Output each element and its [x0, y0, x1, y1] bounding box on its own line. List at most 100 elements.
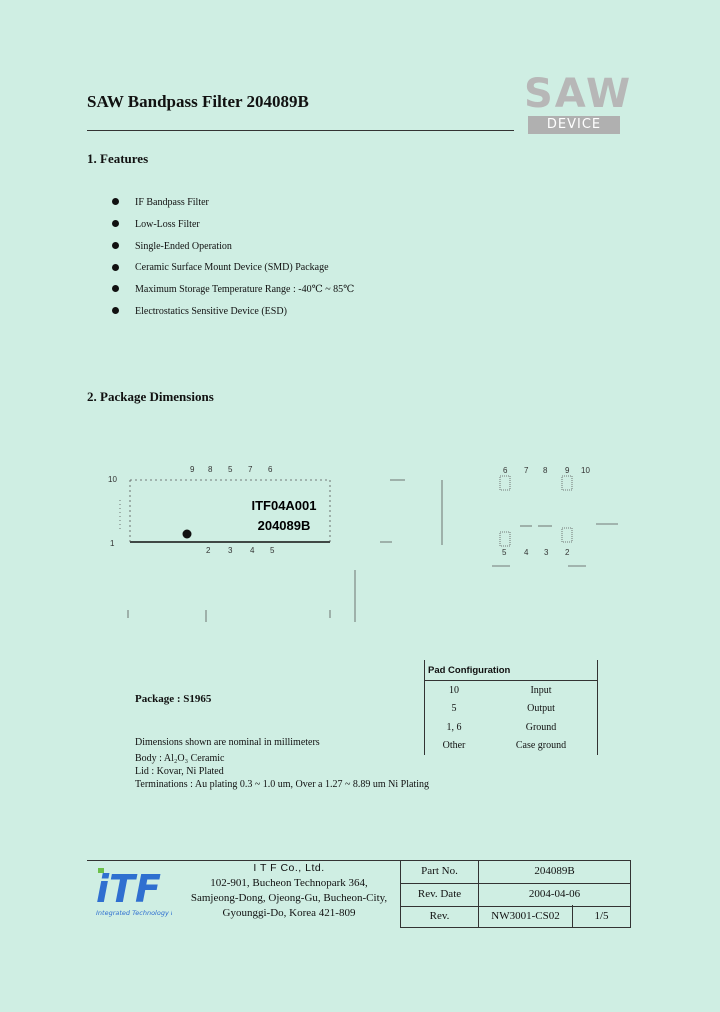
feature-text: Ceramic Surface Mount Device (SMD) Packa…: [135, 262, 329, 274]
feature-item: Maximum Storage Temperature Range : -40℃…: [112, 279, 354, 301]
saw-logo-text: SAW: [524, 71, 633, 117]
rev-date-row: Rev. Date 2004-04-06: [401, 883, 630, 907]
part-no-label: Part No.: [401, 860, 479, 883]
table-row: 5 Output: [424, 700, 598, 719]
pad-function: Output: [527, 703, 555, 715]
marking-line2: 204089B: [258, 518, 311, 533]
pad-configuration-table: Pad Configuration 10 Input 5 Output 1, 6…: [424, 660, 598, 755]
feature-text: IF Bandpass Filter: [135, 197, 209, 208]
top-view-pins: 9 8 5 7 6 2 3 4 5 10 1: [108, 465, 275, 555]
top-view: [119, 479, 443, 622]
part-no-row: Part No. 204089B: [401, 860, 630, 884]
pin-label: 1: [110, 539, 115, 548]
feature-text: Maximum Storage Temperature Range : -40℃…: [135, 284, 355, 296]
table-row: 10 Input: [424, 681, 598, 700]
pin-label: 4: [250, 546, 255, 555]
feature-item: Ceramic Surface Mount Device (SMD) Packa…: [112, 257, 354, 279]
company-name: I T F Co., Ltd.: [253, 862, 325, 874]
pad-configuration-box: [424, 660, 598, 755]
pad-configuration-heading: Pad Configuration: [424, 660, 598, 681]
note-line: Body : Al₂O₃ Ceramic: [135, 753, 225, 764]
pad-number: 1, 6: [446, 721, 462, 733]
footer-divider: [87, 860, 631, 861]
pad-function: Ground: [525, 721, 557, 733]
document-title: SAW Bandpass Filter 204089B: [87, 92, 309, 111]
pad-pin-label: 5: [502, 548, 507, 557]
pin-label: 5: [270, 546, 275, 555]
pad: [561, 527, 573, 543]
feature-item: Low-Loss Filter: [112, 214, 354, 236]
document-info-grid: Part No. 204089B Rev. Date 2004-04-06 Re…: [400, 860, 631, 928]
address-line: 102-901, Bucheon Technopark 364,: [210, 877, 368, 889]
saw-logo-subtext: DEVICE: [528, 116, 620, 134]
pad-pin-label: 10: [581, 466, 590, 475]
feature-item: Electrostatics Sensitive Device (ESD): [112, 301, 354, 323]
rev-date-value: 2004-04-06: [528, 888, 581, 900]
features-list: IF Bandpass Filter Low-Loss Filter Singl…: [112, 192, 354, 323]
pin1-marker: [182, 529, 192, 539]
features-heading: 1. Features: [87, 151, 149, 166]
pin-label: 7: [248, 465, 253, 474]
pad: [499, 475, 511, 491]
pin-label: 6: [268, 465, 273, 474]
package-dimensions-drawing: ITF04A001 204089B 9 8 5 7 6 2 3 4 5 10 1…: [108, 465, 618, 622]
pin-label: 5: [228, 465, 233, 474]
package-label: Package : S1965: [135, 693, 212, 705]
pin-label: 9: [190, 465, 195, 474]
page-number: 1/5: [594, 910, 609, 922]
rev-divider: [572, 905, 573, 928]
itf-logo: iTF Integrated Technology Future: [96, 867, 172, 917]
part-no-value: 204089B: [534, 865, 575, 877]
pad-pin-label: 6: [503, 466, 508, 475]
pad-number: 5: [451, 703, 457, 715]
table-row: Other Case ground: [424, 737, 598, 756]
pad-pin-label: 3: [544, 548, 549, 557]
pad-pin-label: 7: [524, 466, 529, 475]
bullet-icon: [112, 307, 119, 315]
rev-value: NW3001-CS02: [491, 910, 560, 922]
rev-row: Rev. NW3001-CS02 1/5: [401, 905, 630, 928]
note-line: Terminations : Au plating 0.3 ~ 1.0 um, …: [135, 779, 429, 790]
pad-function: Case ground: [515, 740, 567, 752]
logo-dot: [98, 868, 104, 873]
package-notes: Dimensions shown are nominal in millimet…: [135, 736, 429, 791]
note-line: Lid : Kovar, Ni Plated: [135, 766, 224, 777]
rev-date-label: Rev. Date: [401, 883, 479, 906]
marking-line1: ITF04A001: [251, 498, 316, 513]
feature-text: Low-Loss Filter: [135, 218, 200, 230]
pad-pin-label: 8: [543, 466, 548, 475]
bullet-icon: [112, 220, 119, 227]
pad-function: Input: [530, 684, 552, 696]
rev-label: Rev.: [401, 905, 479, 928]
pin-label: 3: [228, 546, 233, 555]
address-line: Samjeong-Dong, Ojeong-Gu, Bucheon-City,: [190, 892, 388, 904]
pin-label: 8: [208, 465, 213, 474]
pin-label: 2: [206, 546, 211, 555]
feature-item: IF Bandpass Filter: [112, 192, 354, 214]
pad-pin-label: 9: [565, 466, 570, 475]
pad: [499, 531, 511, 547]
address-line: Gyounggi-Do, Korea 421-809: [222, 907, 356, 919]
feature-text: Electrostatics Sensitive Device (ESD): [135, 305, 287, 317]
feature-text: Single-Ended Operation: [135, 240, 232, 252]
itf-logo-text: iTF: [96, 867, 161, 911]
saw-device-logo: SAW DEVICE: [524, 71, 633, 136]
note-line: Dimensions shown are nominal in millimet…: [135, 737, 320, 748]
bullet-icon: [112, 285, 119, 293]
pad-number: 10: [449, 684, 459, 696]
itf-logo-tagline: Integrated Technology Future: [96, 909, 172, 917]
pad-pin-label: 4: [524, 548, 529, 557]
table-row: 1, 6 Ground: [424, 718, 598, 737]
pin-label: 10: [108, 475, 117, 484]
pad-layout-pins: 6 7 8 9 10 5 4 3 2: [502, 466, 590, 557]
pad: [561, 475, 573, 491]
feature-item: Single-Ended Operation: [112, 236, 354, 258]
pad-pin-label: 2: [565, 548, 570, 557]
package-dimensions-heading: 2. Package Dimensions: [87, 389, 214, 404]
bullet-icon: [112, 198, 119, 206]
title-divider: [87, 130, 514, 131]
pad-layout: [492, 475, 618, 567]
pad-number: Other: [442, 740, 466, 752]
bullet-icon: [112, 263, 119, 271]
company-block: I T F Co., Ltd. 102-901, Bucheon Technop…: [178, 862, 400, 921]
